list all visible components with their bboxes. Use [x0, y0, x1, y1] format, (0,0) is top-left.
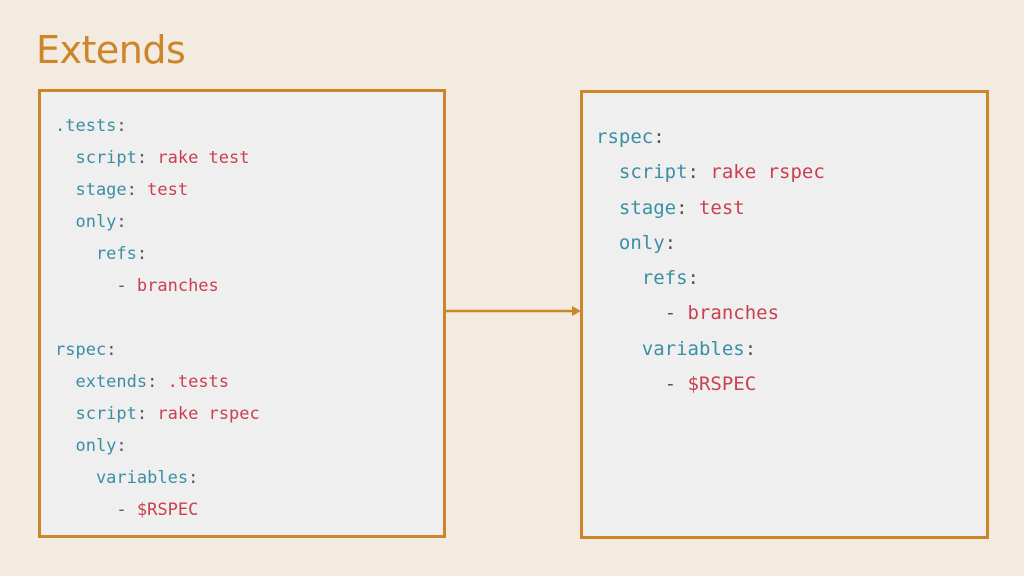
result-code-box: rspec: script: rake rspec stage: test on…: [580, 90, 989, 539]
code-token-punct: :: [687, 161, 711, 184]
source-code-line: refs:: [55, 238, 443, 270]
source-code-line: [55, 302, 443, 334]
code-token-key: script: [55, 148, 137, 168]
code-token-punct: :: [126, 180, 148, 200]
result-code-line: rspec:: [596, 120, 986, 155]
code-token-key: only: [55, 212, 117, 232]
code-token-value: $RSPEC: [136, 500, 199, 520]
arrowhead-icon: [572, 306, 581, 316]
code-token-value: test: [147, 180, 189, 200]
code-token-key: rspec: [596, 126, 654, 148]
code-token-punct: :: [106, 340, 117, 360]
extends-arrow: [444, 306, 581, 316]
code-token-punct: :: [744, 337, 757, 360]
result-code-line: script: rake rspec: [596, 155, 986, 190]
code-token-value: branches: [136, 276, 219, 296]
code-token-key: variables: [596, 337, 745, 360]
code-token-punct: -: [55, 500, 137, 520]
code-token-key: variables: [55, 468, 189, 488]
result-code-line: stage: test: [596, 191, 986, 226]
code-token-punct: -: [596, 302, 688, 325]
source-code-line: extends: .tests: [55, 366, 443, 398]
code-token-punct: :: [116, 212, 127, 232]
code-token-value: test: [698, 196, 745, 219]
source-code-line: variables:: [55, 462, 443, 494]
source-code-line: - $RSPEC: [55, 494, 443, 526]
code-token-punct: :: [687, 267, 699, 290]
code-token-key: stage: [55, 180, 127, 200]
code-token-key: .tests: [55, 116, 117, 136]
code-token-punct: -: [596, 373, 688, 396]
code-token-key: refs: [596, 267, 688, 290]
source-code-line: script: rake rspec: [55, 398, 443, 430]
code-token-key: only: [55, 436, 117, 456]
code-token-key: only: [596, 231, 665, 254]
source-code-line: stage: test: [55, 174, 443, 206]
code-token-punct: :: [664, 231, 677, 254]
result-code-line: only:: [596, 226, 986, 261]
code-token-punct: :: [116, 436, 127, 456]
code-token-value: rake test: [157, 148, 250, 168]
code-token-punct: :: [136, 244, 148, 264]
code-token-punct: :: [136, 404, 158, 424]
code-token-key: script: [596, 161, 688, 184]
code-token-punct: :: [188, 468, 199, 488]
code-token-punct: :: [653, 126, 665, 148]
code-token-value: .tests: [167, 372, 230, 392]
code-token-key: stage: [596, 196, 677, 219]
result-code-line: - branches: [596, 296, 986, 331]
code-token-punct: :: [136, 148, 158, 168]
code-token-key: refs: [55, 244, 137, 264]
code-token-key: rspec: [55, 340, 107, 360]
code-token-value: rake rspec: [157, 404, 260, 424]
code-token-value: $RSPEC: [687, 373, 757, 396]
source-code-line: script: rake test: [55, 142, 443, 174]
source-code-line: rspec:: [55, 334, 443, 366]
result-code-line: refs:: [596, 261, 986, 296]
source-code-line: - branches: [55, 270, 443, 302]
code-token-value: branches: [687, 302, 780, 325]
result-code-line: - $RSPEC: [596, 367, 986, 402]
code-token-key: extends: [55, 372, 148, 392]
source-code-box: .tests: script: rake test stage: test on…: [38, 89, 446, 538]
code-token-punct: -: [55, 276, 137, 296]
code-token-punct: :: [116, 116, 127, 136]
source-code-line: only:: [55, 430, 443, 462]
slide-title: Extends: [36, 28, 186, 72]
source-code-line: only:: [55, 206, 443, 238]
result-code-line: variables:: [596, 332, 986, 367]
code-token-punct: :: [147, 372, 168, 392]
code-token-punct: :: [676, 196, 699, 219]
code-token-key: script: [55, 404, 137, 424]
source-code-line: .tests:: [55, 110, 443, 142]
code-token-value: rake rspec: [710, 161, 825, 184]
